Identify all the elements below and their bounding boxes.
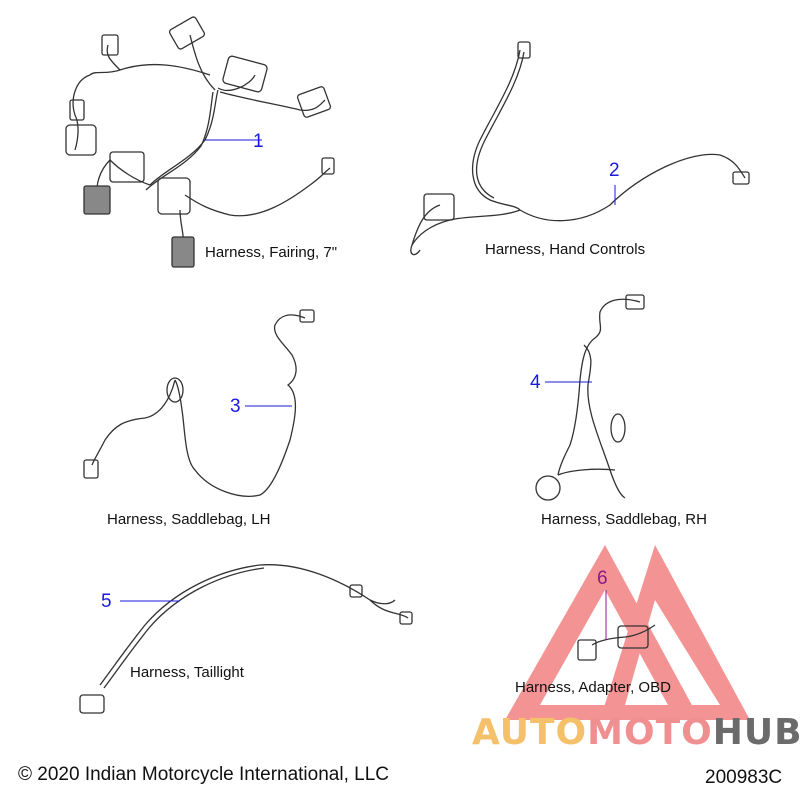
harness-hand-controls-drawing [410,41,750,256]
watermark-text: AUTOMOTOHUB [472,712,800,753]
watermark-text-hub: HUB [712,712,800,753]
watermark-logo [505,545,750,720]
label-harness-saddlebag-rh: Harness, Saddlebag, RH [541,511,707,528]
copyright-text: © 2020 Indian Motorcycle International, … [18,764,389,785]
watermark-text-auto: AUTO [472,712,588,753]
label-harness-saddlebag-lh: Harness, Saddlebag, LH [107,511,271,528]
label-harness-fairing: Harness, Fairing, 7" [205,244,338,261]
label-harness-hand-controls: Harness, Hand Controls [485,241,646,258]
harness-fairing-drawing [65,16,335,268]
harness-adapter-obd-drawing [577,590,656,661]
callout-2: 2 [609,160,620,181]
watermark-text-moto: MOTO [587,712,713,753]
diagram-code: 200983C [705,767,783,788]
harness-saddlebag-lh-drawing [83,309,315,497]
callout-3: 3 [230,396,241,417]
callout-1: 1 [253,131,264,152]
harness-taillight-drawing [79,564,413,714]
harness-saddlebag-rh-drawing [535,294,645,501]
callout-5: 5 [101,591,112,612]
label-harness-taillight: Harness, Taillight [130,664,244,681]
callout-6: 6 [597,568,608,589]
label-harness-adapter-obd: Harness, Adapter, OBD [515,679,671,696]
callout-4: 4 [530,372,541,393]
